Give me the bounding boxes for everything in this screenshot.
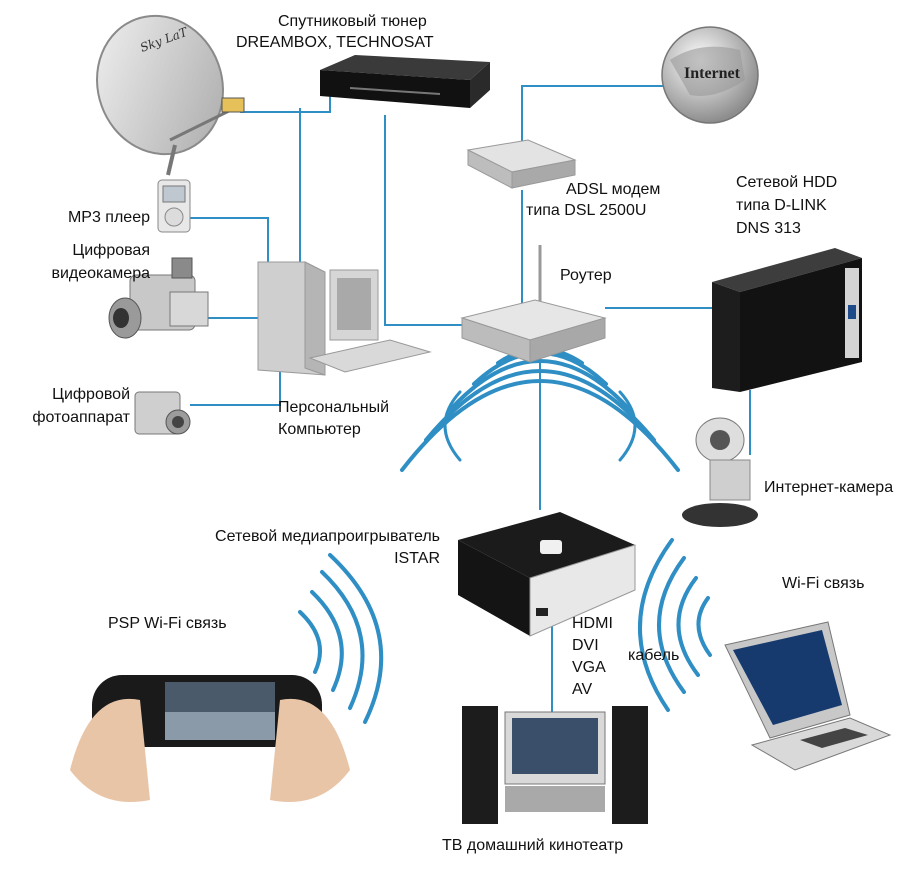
pc-label-line2: Компьютер (278, 421, 361, 438)
router-label: Роутер (560, 267, 612, 284)
internet-globe-icon (661, 26, 759, 124)
line-internet-modem (521, 85, 670, 150)
hdd-label-line1: Сетевой HDD (736, 174, 838, 191)
photo-label-line1: Цифровой (52, 386, 130, 403)
line-camera-pc (190, 368, 281, 406)
line-mp3-pc (190, 217, 269, 262)
laptop-icon (724, 621, 892, 771)
psp-arc-4 (328, 553, 384, 724)
network-hdd-icon (712, 248, 862, 392)
laptop-arc-3 (657, 556, 686, 694)
media-player-label-line1: Сетевой медиапроигрыватель (215, 528, 440, 545)
mp3-label: MP3 плеер (67, 209, 150, 226)
personal-computer-icon (257, 261, 432, 376)
wifi-arc-7 (618, 390, 637, 462)
pc-label-line1: Персональный (278, 399, 390, 416)
laptop-arc-4 (638, 538, 674, 712)
psp-arc-2 (310, 590, 344, 692)
laptop-arc-1 (696, 596, 712, 657)
psp-label: PSP Wi-Fi связь (108, 615, 227, 632)
hdd-label-line2: типа D-LINK (736, 197, 827, 214)
psp-arc-1 (298, 610, 322, 674)
vga-label: VGA (572, 659, 606, 676)
wifi-arc-4 (424, 369, 656, 442)
home-theater-icon (462, 706, 648, 824)
webcam-label: Интернет-камера (764, 479, 894, 496)
adsl-label-line1: ADSL модем (566, 181, 661, 198)
psp-arc-3 (320, 570, 365, 710)
tuner-label-line1: Спутниковый тюнер (278, 13, 427, 30)
media-player-icon (458, 512, 636, 637)
digital-camera-icon (134, 391, 191, 435)
media-player-label-line2: ISTAR (394, 550, 440, 567)
mp3-player-icon (157, 179, 191, 233)
camcorder-icon (108, 257, 209, 339)
photo-label-line2: фотоаппарат (32, 409, 130, 426)
satellite-tuner-icon (320, 55, 490, 108)
cable-label: кабель (628, 647, 680, 664)
wifi-arc-6 (443, 390, 462, 462)
tv-label: ТВ домашний кинотеатр (442, 837, 624, 854)
internet-label: Internet (684, 65, 740, 82)
laptop-arc-2 (676, 576, 700, 677)
wifi-arc-3 (448, 359, 632, 412)
tuner-label-line2: DREAMBOX, TECHNOSAT (236, 34, 434, 51)
adsl-label-line2: типа DSL 2500U (526, 202, 647, 219)
hdmi-label: HDMI (572, 615, 613, 632)
camcorder-label-line2: видеокамера (51, 265, 150, 282)
wifi-arc-5 (400, 379, 680, 472)
router-icon (460, 245, 607, 363)
webcam-icon (682, 417, 758, 527)
hdd-label-line3: DNS 313 (736, 220, 801, 237)
line-dish-tuner (240, 90, 331, 113)
line-tuner-router (384, 115, 470, 326)
psp-console-icon (70, 675, 350, 802)
adsl-modem-icon (466, 139, 577, 189)
wifi-label: Wi-Fi связь (782, 575, 865, 592)
camcorder-label-line1: Цифровая (72, 242, 150, 259)
av-label: AV (572, 681, 593, 698)
dvi-label: DVI (572, 637, 599, 654)
satellite-dish-icon: Sky LaT (96, 14, 245, 176)
